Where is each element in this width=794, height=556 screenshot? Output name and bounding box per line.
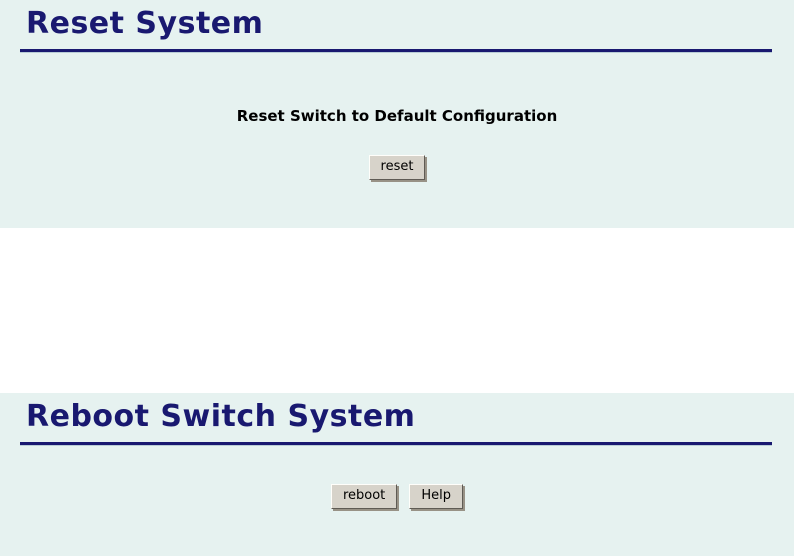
reboot-system-panel: Reboot Switch System reboot Help: [0, 393, 794, 556]
reboot-button-row: reboot Help: [0, 484, 794, 509]
help-button[interactable]: Help: [409, 484, 464, 509]
reset-button-row: reset: [0, 155, 794, 180]
reboot-system-title: Reboot Switch System: [26, 399, 416, 434]
reset-system-title: Reset System: [26, 6, 264, 41]
reset-button[interactable]: reset: [368, 155, 426, 180]
reset-description: Reset Switch to Default Configuration: [236, 107, 558, 125]
reboot-section-divider: [20, 442, 772, 446]
blank-spacer: [0, 228, 794, 393]
reboot-button[interactable]: reboot: [330, 484, 398, 509]
reset-system-panel: Reset System Reset Switch to Default Con…: [0, 0, 794, 228]
reset-section-divider: [20, 49, 772, 53]
